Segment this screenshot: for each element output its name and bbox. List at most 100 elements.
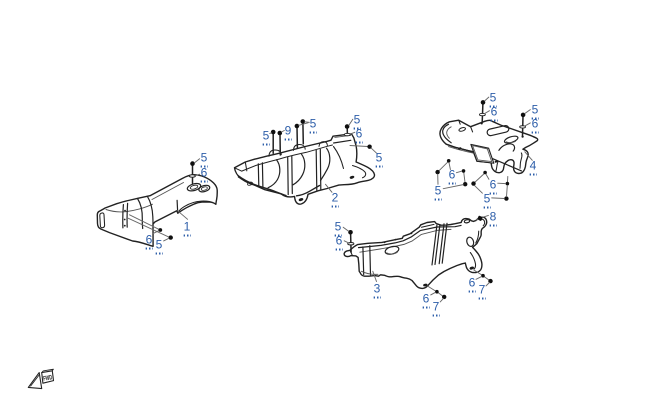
- fastener-dot: [344, 124, 350, 129]
- callout-link-5[interactable]: 5: [375, 152, 383, 168]
- callout-number: 6: [531, 116, 539, 131]
- callout-number: 6: [145, 232, 153, 247]
- line-art-path: [122, 202, 129, 229]
- callout-link-8[interactable]: 8: [489, 211, 497, 227]
- callout-link-5[interactable]: 5: [334, 221, 342, 237]
- line-art-path: [41, 368, 54, 374]
- callout-link-5[interactable]: 5: [200, 150, 208, 168]
- hole-or-washer-shape: [479, 112, 486, 117]
- callout-number: 6: [489, 177, 497, 192]
- line-art-path: [498, 143, 516, 152]
- callout-number: 9: [284, 123, 292, 138]
- callout-number: 6: [490, 104, 498, 119]
- callout-link-5[interactable]: 5: [262, 130, 270, 146]
- line-art-path: [318, 141, 328, 147]
- callout-number: 7: [478, 282, 486, 297]
- screw-or-slot-shape: [477, 215, 483, 221]
- callout-number: 5: [200, 150, 208, 165]
- line-art-path: [41, 370, 55, 384]
- callout-link-1[interactable]: 1: [183, 219, 191, 237]
- callout-link-6[interactable]: 6: [448, 167, 456, 185]
- line-art-path: [99, 212, 106, 229]
- fastener-dot: [168, 235, 173, 240]
- callout-underline: [335, 248, 343, 251]
- fastener-dot: [481, 273, 485, 278]
- callout-link-6[interactable]: 6: [531, 116, 539, 134]
- line-art-path: [438, 161, 466, 183]
- hole-or-washer-shape: [188, 174, 196, 178]
- fastener-dot: [442, 294, 447, 300]
- callout-link-6[interactable]: 6: [145, 232, 153, 250]
- callout-link-6[interactable]: 6: [490, 104, 498, 122]
- line-art-path: [333, 139, 352, 144]
- line-art-path: [442, 123, 452, 144]
- line-art-path: [267, 159, 281, 189]
- callout-link-9[interactable]: 9: [284, 123, 292, 141]
- line-art-path: [269, 121, 310, 134]
- callout-link-5[interactable]: 5: [309, 118, 317, 134]
- callout-link-6[interactable]: 6: [200, 167, 208, 183]
- line-art-path: [481, 102, 484, 124]
- line-art-path: [233, 161, 248, 172]
- line-art-path: [152, 230, 170, 242]
- fastener-dot: [435, 289, 439, 294]
- callout-link-6[interactable]: 6: [355, 126, 363, 144]
- line-art-path: [524, 151, 533, 161]
- line-art-path: [475, 230, 480, 244]
- line-art-path: [325, 183, 333, 193]
- callout-link-4[interactable]: 4: [529, 160, 537, 176]
- hole-or-washer-shape: [458, 147, 462, 150]
- callout-underline: [155, 252, 163, 255]
- fastener-dot: [520, 112, 526, 118]
- hole-or-washer-shape: [458, 127, 466, 132]
- line-art-path: [438, 222, 448, 265]
- line-art-path: [427, 285, 444, 297]
- callout-link-6[interactable]: 6: [468, 275, 476, 293]
- line-art-path: [193, 158, 201, 177]
- fastener-dot: [435, 169, 440, 175]
- callout-number: 6: [468, 275, 476, 290]
- callout-number: 5: [353, 112, 361, 127]
- callout-link-5[interactable]: 5: [489, 92, 497, 108]
- line-art-path: [292, 153, 306, 186]
- callout-link-2[interactable]: 2: [331, 192, 339, 208]
- callout-link-6[interactable]: 6: [422, 293, 430, 309]
- callout-number: 6: [335, 233, 343, 248]
- callout-number: 1: [183, 219, 191, 234]
- hole-or-washer-shape: [189, 184, 199, 190]
- fastener-dot: [123, 218, 126, 221]
- callout-underline: [200, 180, 208, 183]
- callout-number: 5: [434, 183, 442, 198]
- callout-number: 6: [355, 126, 363, 141]
- callout-underline: [355, 141, 363, 144]
- callout-underline: [331, 205, 339, 208]
- line-art-path: [505, 140, 517, 144]
- line-art-path: [372, 270, 377, 282]
- callout-link-5[interactable]: 5: [155, 239, 163, 255]
- callout-underline: [200, 165, 208, 168]
- callout-link-5[interactable]: 5: [531, 104, 539, 120]
- fwd-label: FWD: [43, 375, 53, 383]
- callout-link-6[interactable]: 6: [335, 233, 343, 251]
- callout-link-5[interactable]: 5: [353, 112, 361, 130]
- fastener-dot: [348, 230, 353, 235]
- callout-underline: [375, 165, 383, 168]
- fastener-dot: [394, 238, 397, 241]
- line-art-path: [437, 173, 464, 190]
- callout-link-6[interactable]: 6: [489, 177, 497, 195]
- line-art-path: [343, 216, 488, 290]
- callout-link-5[interactable]: 5: [434, 183, 442, 201]
- fastener-dot: [410, 232, 413, 235]
- line-art-path: [257, 162, 264, 188]
- line-art-path: [475, 276, 490, 287]
- callout-link-7[interactable]: 7: [432, 301, 440, 317]
- line-art-path: [446, 126, 452, 139]
- callout-link-3[interactable]: 3: [373, 283, 381, 299]
- line-art-path: [105, 203, 153, 213]
- part-4-drawing: [439, 119, 539, 175]
- callout-link-5[interactable]: 5: [483, 193, 491, 209]
- line-art-path: [27, 372, 43, 390]
- callout-link-7[interactable]: 7: [478, 282, 486, 300]
- callout-number: 6: [448, 167, 456, 182]
- line-art-path: [319, 147, 331, 182]
